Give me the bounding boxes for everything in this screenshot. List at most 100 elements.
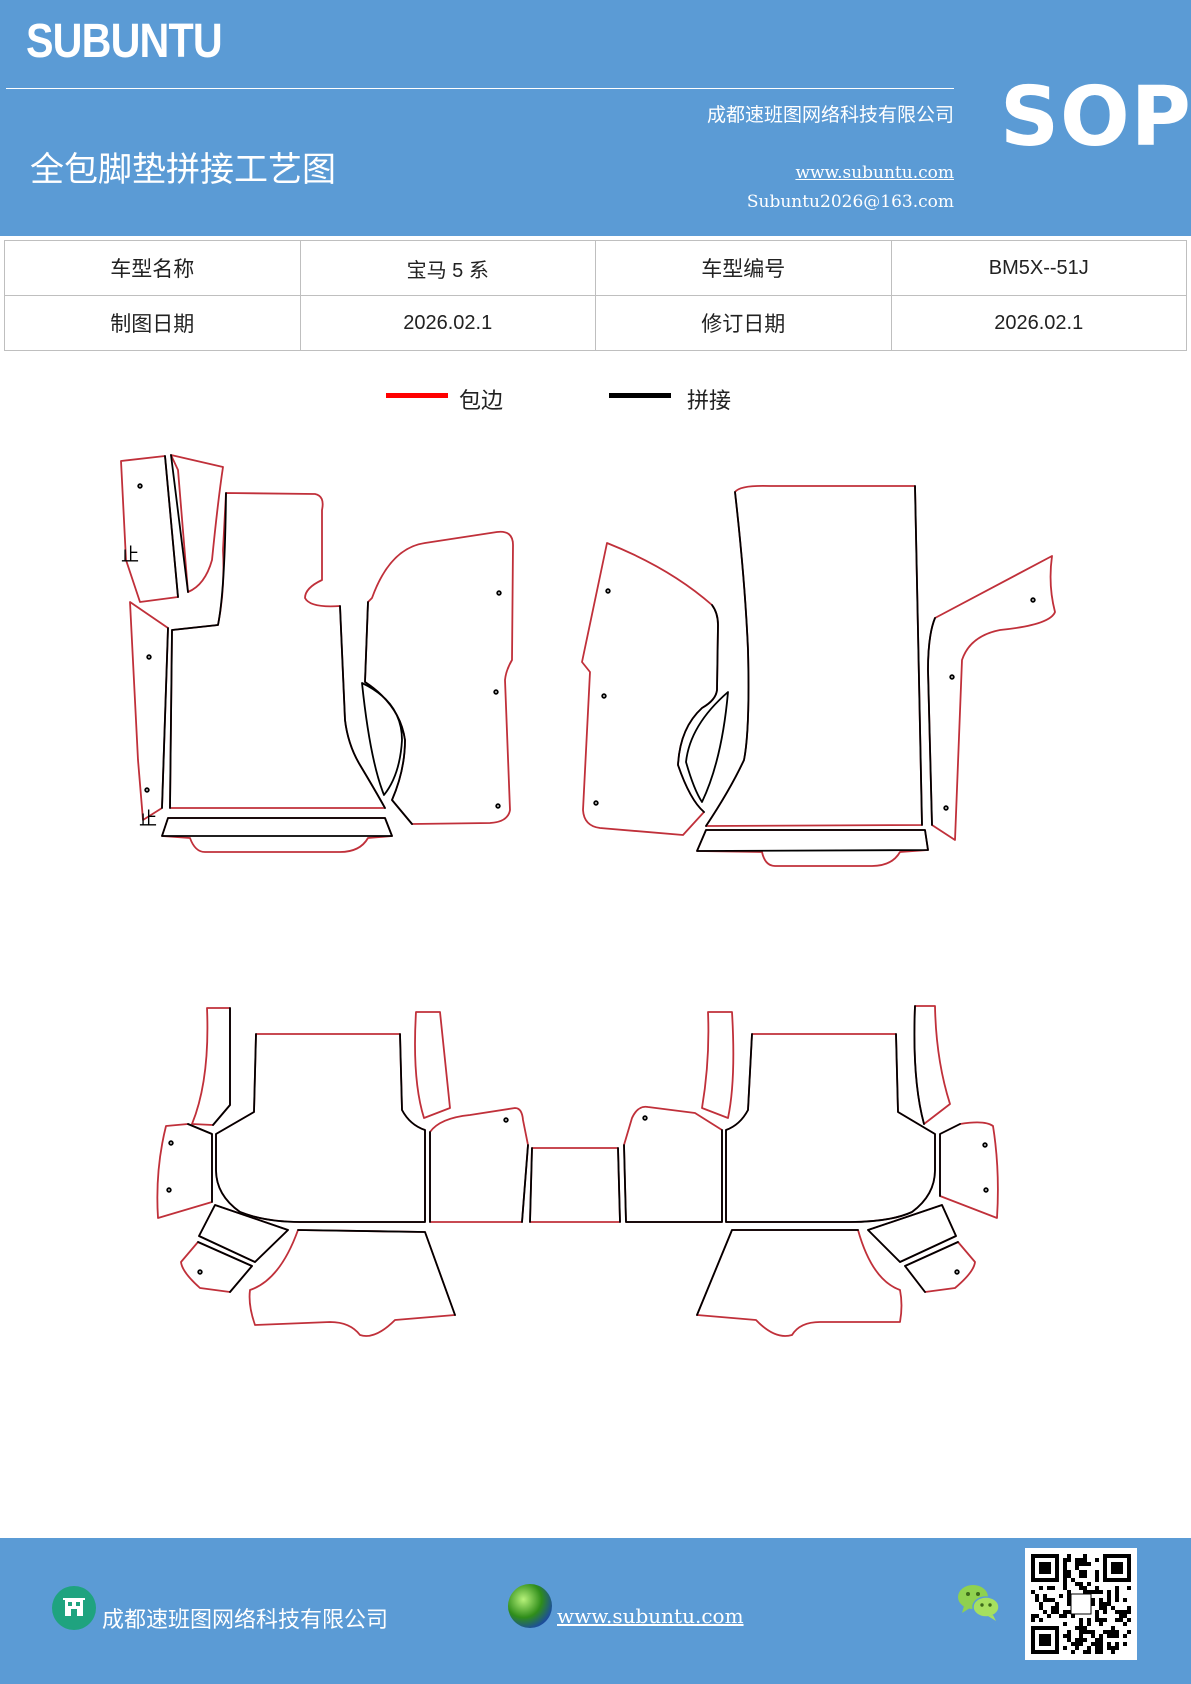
mat-piece bbox=[364, 530, 514, 825]
mat-piece bbox=[642, 1115, 648, 1121]
footer-banner: 成都速班图网络科技有限公司 www.subuntu.com bbox=[0, 1538, 1191, 1684]
model-name-value: 宝马 5 系 bbox=[299, 240, 596, 296]
mat-piece bbox=[696, 1229, 859, 1316]
legend-swatch-edge bbox=[386, 393, 448, 398]
mat-piece bbox=[623, 1129, 723, 1223]
header-email: Subuntu2026@163.com bbox=[746, 192, 954, 212]
building-icon bbox=[52, 1586, 96, 1630]
mat-piece bbox=[361, 601, 413, 825]
mat-piece bbox=[913, 1005, 925, 1125]
mat-piece bbox=[705, 485, 923, 827]
front-left-mat-group bbox=[120, 454, 514, 853]
mat-piece bbox=[191, 1007, 231, 1126]
mat-piece bbox=[949, 674, 955, 680]
mat-piece bbox=[429, 1131, 529, 1223]
mat-piece bbox=[215, 1033, 426, 1223]
wechat-icon[interactable] bbox=[956, 1582, 1002, 1622]
footer-company-name: 成都速班图网络科技有限公司 bbox=[102, 1608, 389, 1633]
mat-piece bbox=[120, 455, 179, 603]
mat-piece bbox=[166, 1187, 172, 1193]
legend: 包边 拼接 bbox=[0, 383, 1191, 423]
qr-code bbox=[1025, 1548, 1137, 1660]
mat-piece bbox=[927, 617, 936, 826]
mat-piece bbox=[939, 1121, 999, 1219]
mat-piece bbox=[170, 454, 189, 593]
mat-piece bbox=[137, 483, 143, 489]
mat-piece bbox=[529, 1147, 621, 1223]
mat-piece bbox=[144, 787, 150, 793]
mat-piece bbox=[161, 817, 393, 853]
mat-piece bbox=[725, 1033, 936, 1223]
mat-piece bbox=[169, 492, 386, 809]
mat-piece bbox=[623, 1105, 723, 1223]
front-right-mat-group bbox=[581, 484, 1056, 867]
mat-piece bbox=[197, 1269, 203, 1275]
header-divider bbox=[6, 88, 954, 89]
legend-swatch-seam bbox=[609, 393, 671, 398]
legend-label-edge: 包边 bbox=[459, 389, 504, 414]
mat-piece bbox=[297, 1229, 456, 1316]
mat-piece bbox=[170, 454, 224, 593]
mat-piece bbox=[904, 1241, 976, 1293]
mat-piece bbox=[180, 1241, 253, 1293]
mat-piece bbox=[212, 1007, 231, 1126]
mat-piece bbox=[215, 1033, 426, 1223]
mat-piece bbox=[197, 1241, 253, 1293]
document-title: 全包脚垫拼接工艺图 bbox=[30, 150, 336, 190]
mat-piece bbox=[496, 590, 502, 596]
mat-piece bbox=[581, 542, 719, 836]
globe-icon bbox=[508, 1584, 552, 1628]
mat-piece bbox=[129, 601, 169, 821]
sop-badge: SOP bbox=[1000, 70, 1191, 165]
mat-piece bbox=[593, 800, 599, 806]
mat-piece bbox=[169, 492, 386, 809]
model-name-label: 车型名称 bbox=[4, 240, 301, 296]
mat-piece bbox=[696, 829, 929, 852]
mat-piece bbox=[943, 805, 949, 811]
mat-piece bbox=[414, 1011, 451, 1119]
mat-piece bbox=[1030, 597, 1036, 603]
header-website-link[interactable]: www.subuntu.com bbox=[795, 163, 954, 183]
mat-piece bbox=[725, 1033, 936, 1223]
mat-piece bbox=[939, 1123, 961, 1197]
mat-piece bbox=[904, 1241, 959, 1293]
mat-piece bbox=[156, 1123, 213, 1219]
mat-piece bbox=[601, 693, 607, 699]
mat-piece bbox=[146, 654, 152, 660]
mat-piece bbox=[429, 1107, 529, 1223]
model-code-label: 车型编号 bbox=[595, 240, 892, 296]
mat-piece bbox=[605, 588, 611, 594]
mat-piece bbox=[161, 627, 169, 809]
drawing-date-label: 制图日期 bbox=[4, 295, 301, 351]
mat-piece bbox=[187, 1123, 213, 1203]
rear-mat-group bbox=[156, 1005, 999, 1337]
mat-piece bbox=[927, 555, 1056, 841]
mat-piece bbox=[701, 1011, 735, 1119]
mat-piece bbox=[954, 1269, 960, 1275]
drawing-date-value: 2026.02.1 bbox=[299, 295, 596, 351]
stop-mark: 止 bbox=[139, 809, 157, 830]
mat-piece bbox=[677, 604, 729, 813]
table-row: 制图日期 2026.02.1 修订日期 2026.02.1 bbox=[4, 295, 1187, 351]
mat-piece bbox=[867, 1204, 957, 1263]
info-table: 车型名称 宝马 5 系 车型编号 BM5X--51J 制图日期 2026.02.… bbox=[4, 240, 1187, 351]
mat-piece bbox=[493, 689, 499, 695]
brand-logo: SUBUNTU bbox=[26, 15, 223, 68]
mat-piece bbox=[696, 829, 929, 867]
revision-date-value: 2026.02.1 bbox=[890, 295, 1187, 351]
mat-piece bbox=[248, 1229, 456, 1337]
mat-piece bbox=[982, 1142, 988, 1148]
mat-piece bbox=[529, 1147, 621, 1223]
header-company-name: 成都速班图网络科技有限公司 bbox=[706, 104, 954, 126]
mat-piece bbox=[168, 1140, 174, 1146]
mat-piece bbox=[495, 803, 501, 809]
mat-piece bbox=[696, 1229, 903, 1337]
mat-piece bbox=[983, 1187, 989, 1193]
footer-website-link[interactable]: www.subuntu.com bbox=[557, 1604, 744, 1628]
mat-piece bbox=[705, 484, 923, 827]
mat-piece bbox=[198, 1204, 289, 1263]
mat-piece bbox=[867, 1204, 957, 1263]
mat-piece bbox=[164, 455, 179, 598]
legend-label-seam: 拼接 bbox=[687, 389, 732, 414]
